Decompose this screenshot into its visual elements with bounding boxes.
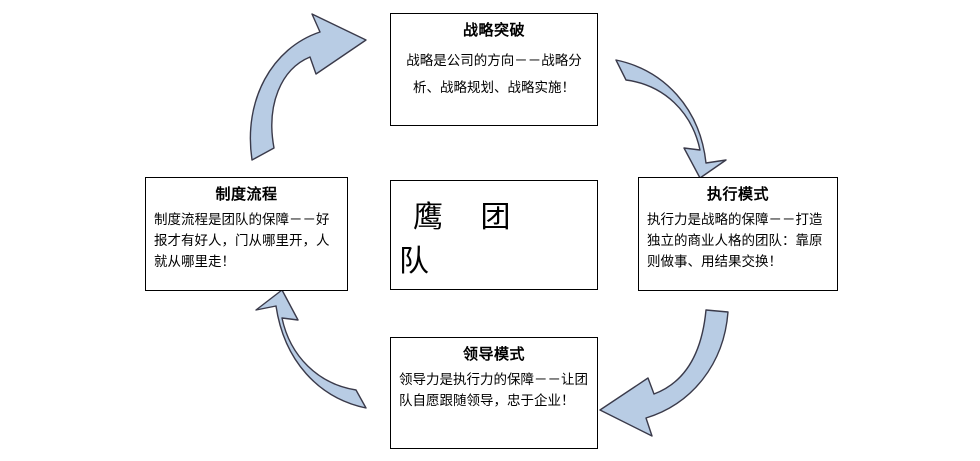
arrow-bottom-to-left-icon <box>255 289 367 409</box>
arrow-left-to-top-icon <box>249 13 367 161</box>
node-box-execution[interactable]: 执行模式 执行力是战略的保障－－打造独立的商业人格的团队：靠原则做事、用结果交换… <box>638 177 838 291</box>
node-body-strategy: 战略是公司的方向－－战略分析、战略规划、战略实施！ <box>406 53 582 96</box>
node-title-system: 制度流程 <box>215 185 278 203</box>
node-box-system[interactable]: 制度流程 制度流程是团队的保障－－好报才有好人，门从哪里开，人就从哪里走！ <box>145 177 348 291</box>
node-title-execution: 执行模式 <box>706 185 769 203</box>
arrow-right-to-bottom-icon <box>599 309 729 437</box>
node-box-leadership[interactable]: 领导模式 领导力是执行力的保障－－让团队自愿跟随领导，忠于企业！ <box>390 337 598 449</box>
node-body-leadership: 领导力是执行力的保障－－让团队自愿跟随领导，忠于企业！ <box>399 372 588 409</box>
node-body-execution: 执行力是战略的保障－－打造独立的商业人格的团队：靠原则做事、用结果交换！ <box>647 212 823 270</box>
node-title-strategy: 战略突破 <box>462 21 525 39</box>
node-box-center[interactable]: 鹰 团 队 <box>390 180 598 290</box>
center-label: 鹰 团 队 <box>399 200 525 279</box>
arrow-top-to-right-icon <box>615 59 727 179</box>
node-box-strategy[interactable]: 战略突破 战略是公司的方向－－战略分析、战略规划、战略实施！ <box>390 13 598 126</box>
node-body-system: 制度流程是团队的保障－－好报才有好人，门从哪里开，人就从哪里走！ <box>154 212 330 270</box>
node-title-leadership: 领导模式 <box>462 345 525 363</box>
